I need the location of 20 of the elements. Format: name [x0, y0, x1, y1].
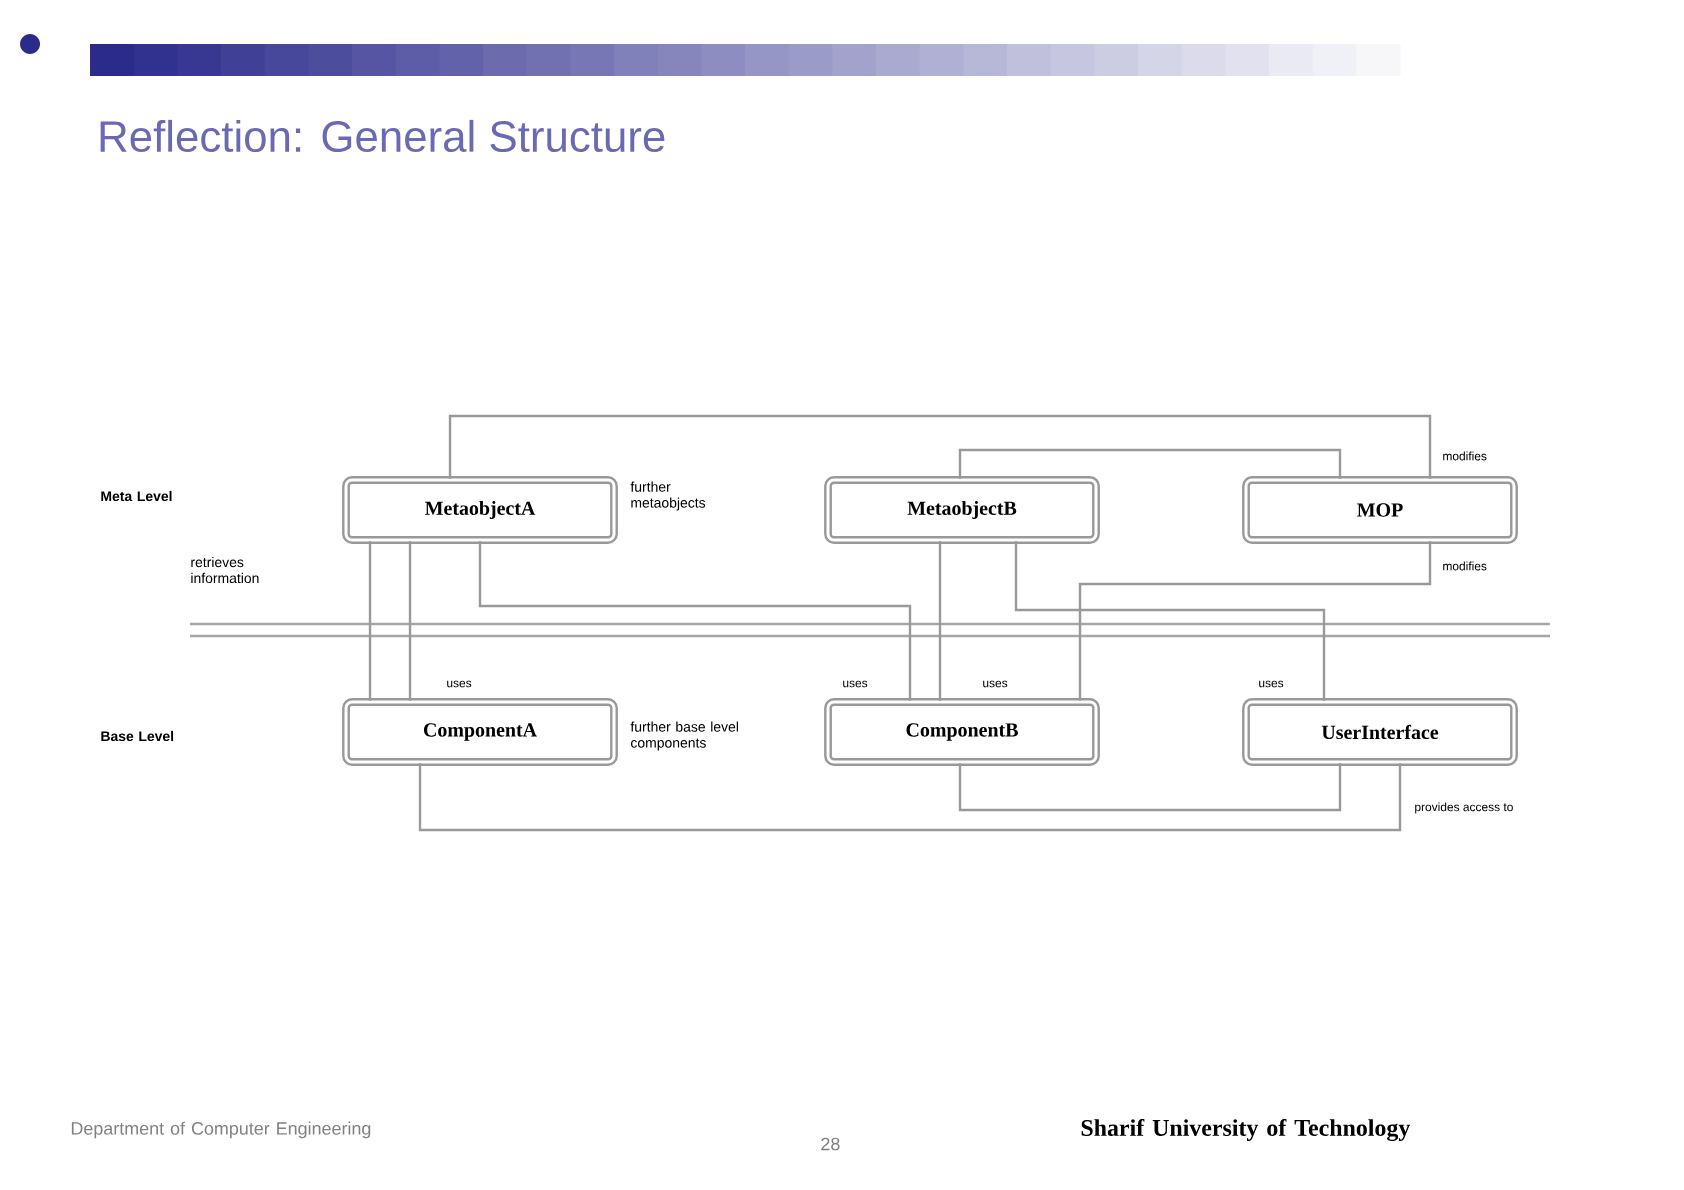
connector-line: [408, 541, 412, 701]
connector-line: [448, 414, 1432, 479]
component-box: MetaobjectB: [824, 476, 1100, 544]
connector-line: [1014, 541, 1326, 701]
connector-line: [958, 448, 1342, 479]
component-box: ComponentB: [824, 698, 1100, 766]
component-box: ComponentA: [342, 698, 618, 766]
component-box: MOP: [1242, 476, 1518, 544]
connector-line: [938, 541, 942, 701]
footer-text: Department of Computer Engineering: [71, 1121, 371, 1139]
connector-line: [478, 541, 912, 701]
footer-text: Sharif University of Technology: [1081, 1118, 1411, 1142]
component-box: UserInterface: [1242, 698, 1518, 766]
connector-line: [958, 763, 1342, 812]
connector-line: [368, 541, 372, 701]
connector-line: [418, 763, 1402, 832]
component-box: MetaobjectA: [342, 476, 618, 544]
slide-title: Reflection: General Structure: [100, 119, 665, 153]
connector-line: [1078, 541, 1432, 701]
page-number: 28: [821, 1137, 840, 1151]
